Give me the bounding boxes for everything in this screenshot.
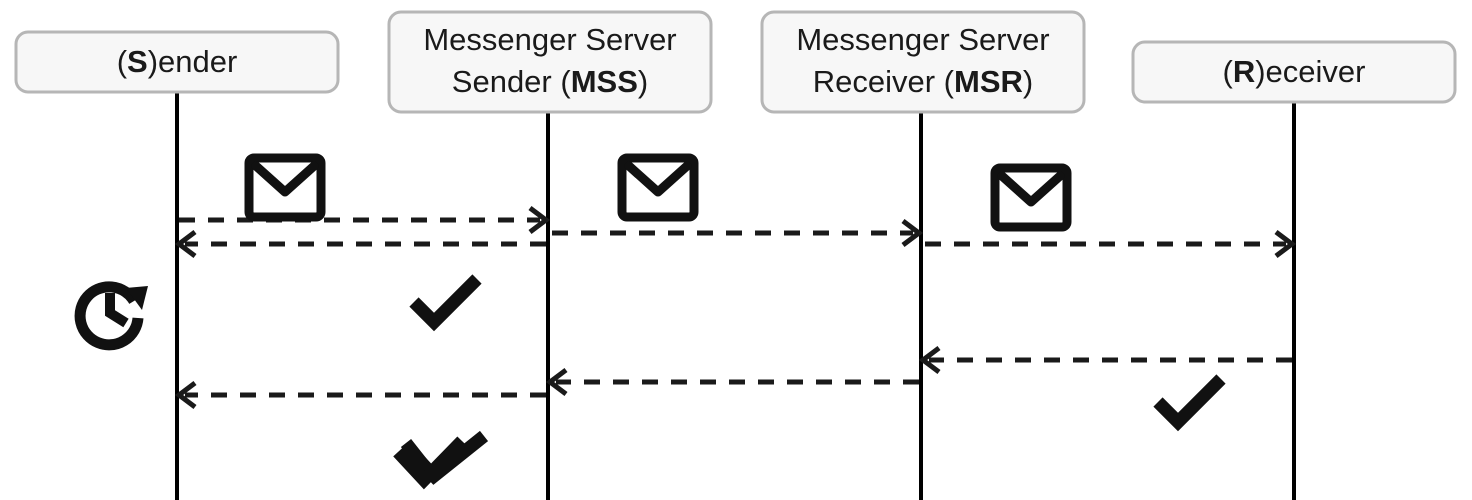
message-mss-to-sender-ack[interactable]	[174, 230, 546, 258]
arrowhead-right	[901, 219, 924, 247]
arrowhead-left	[174, 230, 197, 258]
envelope-icon-sender-to-mss	[244, 153, 326, 222]
participant-box-mss[interactable]	[387, 10, 713, 114]
arrowhead-left	[174, 381, 197, 409]
participant-label-sender: (S)ender	[117, 44, 238, 79]
retry-ring	[74, 281, 144, 351]
retry-arrowhead	[126, 286, 148, 310]
message-mss-to-msr[interactable]	[552, 219, 924, 247]
participant-box-sender[interactable]	[14, 30, 340, 94]
envelope-icon-mss-to-msr	[617, 153, 699, 222]
single-check-icon-receiver	[1153, 374, 1226, 432]
message-mss-to-sender-delivered[interactable]	[174, 381, 546, 409]
messages-group	[174, 206, 1297, 409]
participant-label-mss-line1: Messenger Server	[423, 22, 676, 57]
message-receiver-to-msr[interactable]	[918, 346, 1292, 374]
message-msr-to-mss[interactable]	[545, 368, 919, 396]
participant-msr[interactable]: Messenger Server Receiver (MSR)	[760, 10, 1086, 114]
arrowhead-left	[545, 368, 568, 396]
participant-label-mss-line2: Sender (MSS)	[452, 64, 648, 99]
lifelines-group	[175, 92, 1296, 500]
participant-label-msr-line1: Messenger Server	[796, 22, 1049, 57]
envelope-flap	[624, 161, 692, 197]
check-icon	[1153, 374, 1226, 432]
arrowhead-right	[528, 206, 551, 234]
participant-box-msr[interactable]	[760, 10, 1086, 114]
arrowhead-left	[918, 346, 941, 374]
envelope-flap	[251, 161, 319, 197]
double-check-icon-delivered	[393, 430, 489, 490]
message-sender-to-mss[interactable]	[179, 206, 551, 234]
message-msr-to-receiver[interactable]	[925, 230, 1297, 258]
participant-mss[interactable]: Messenger Server Sender (MSS)	[387, 10, 713, 114]
single-check-icon-mss-sent	[409, 274, 482, 332]
participant-sender[interactable]: (S)ender	[14, 30, 340, 94]
arrowhead-right	[1274, 230, 1297, 258]
check-icon-second	[393, 436, 467, 490]
retry-clock-icon	[74, 281, 148, 351]
envelope-flap	[997, 171, 1065, 207]
participant-label-msr-line2: Receiver (MSR)	[813, 64, 1033, 99]
envelope-icon-msr-to-receiver	[990, 163, 1072, 232]
participant-box-receiver[interactable]	[1131, 40, 1457, 104]
check-icon	[409, 274, 482, 332]
participant-label-receiver: (R)eceiver	[1223, 54, 1366, 89]
participant-receiver[interactable]: (R)eceiver	[1131, 40, 1457, 104]
retry-hands	[105, 293, 129, 328]
